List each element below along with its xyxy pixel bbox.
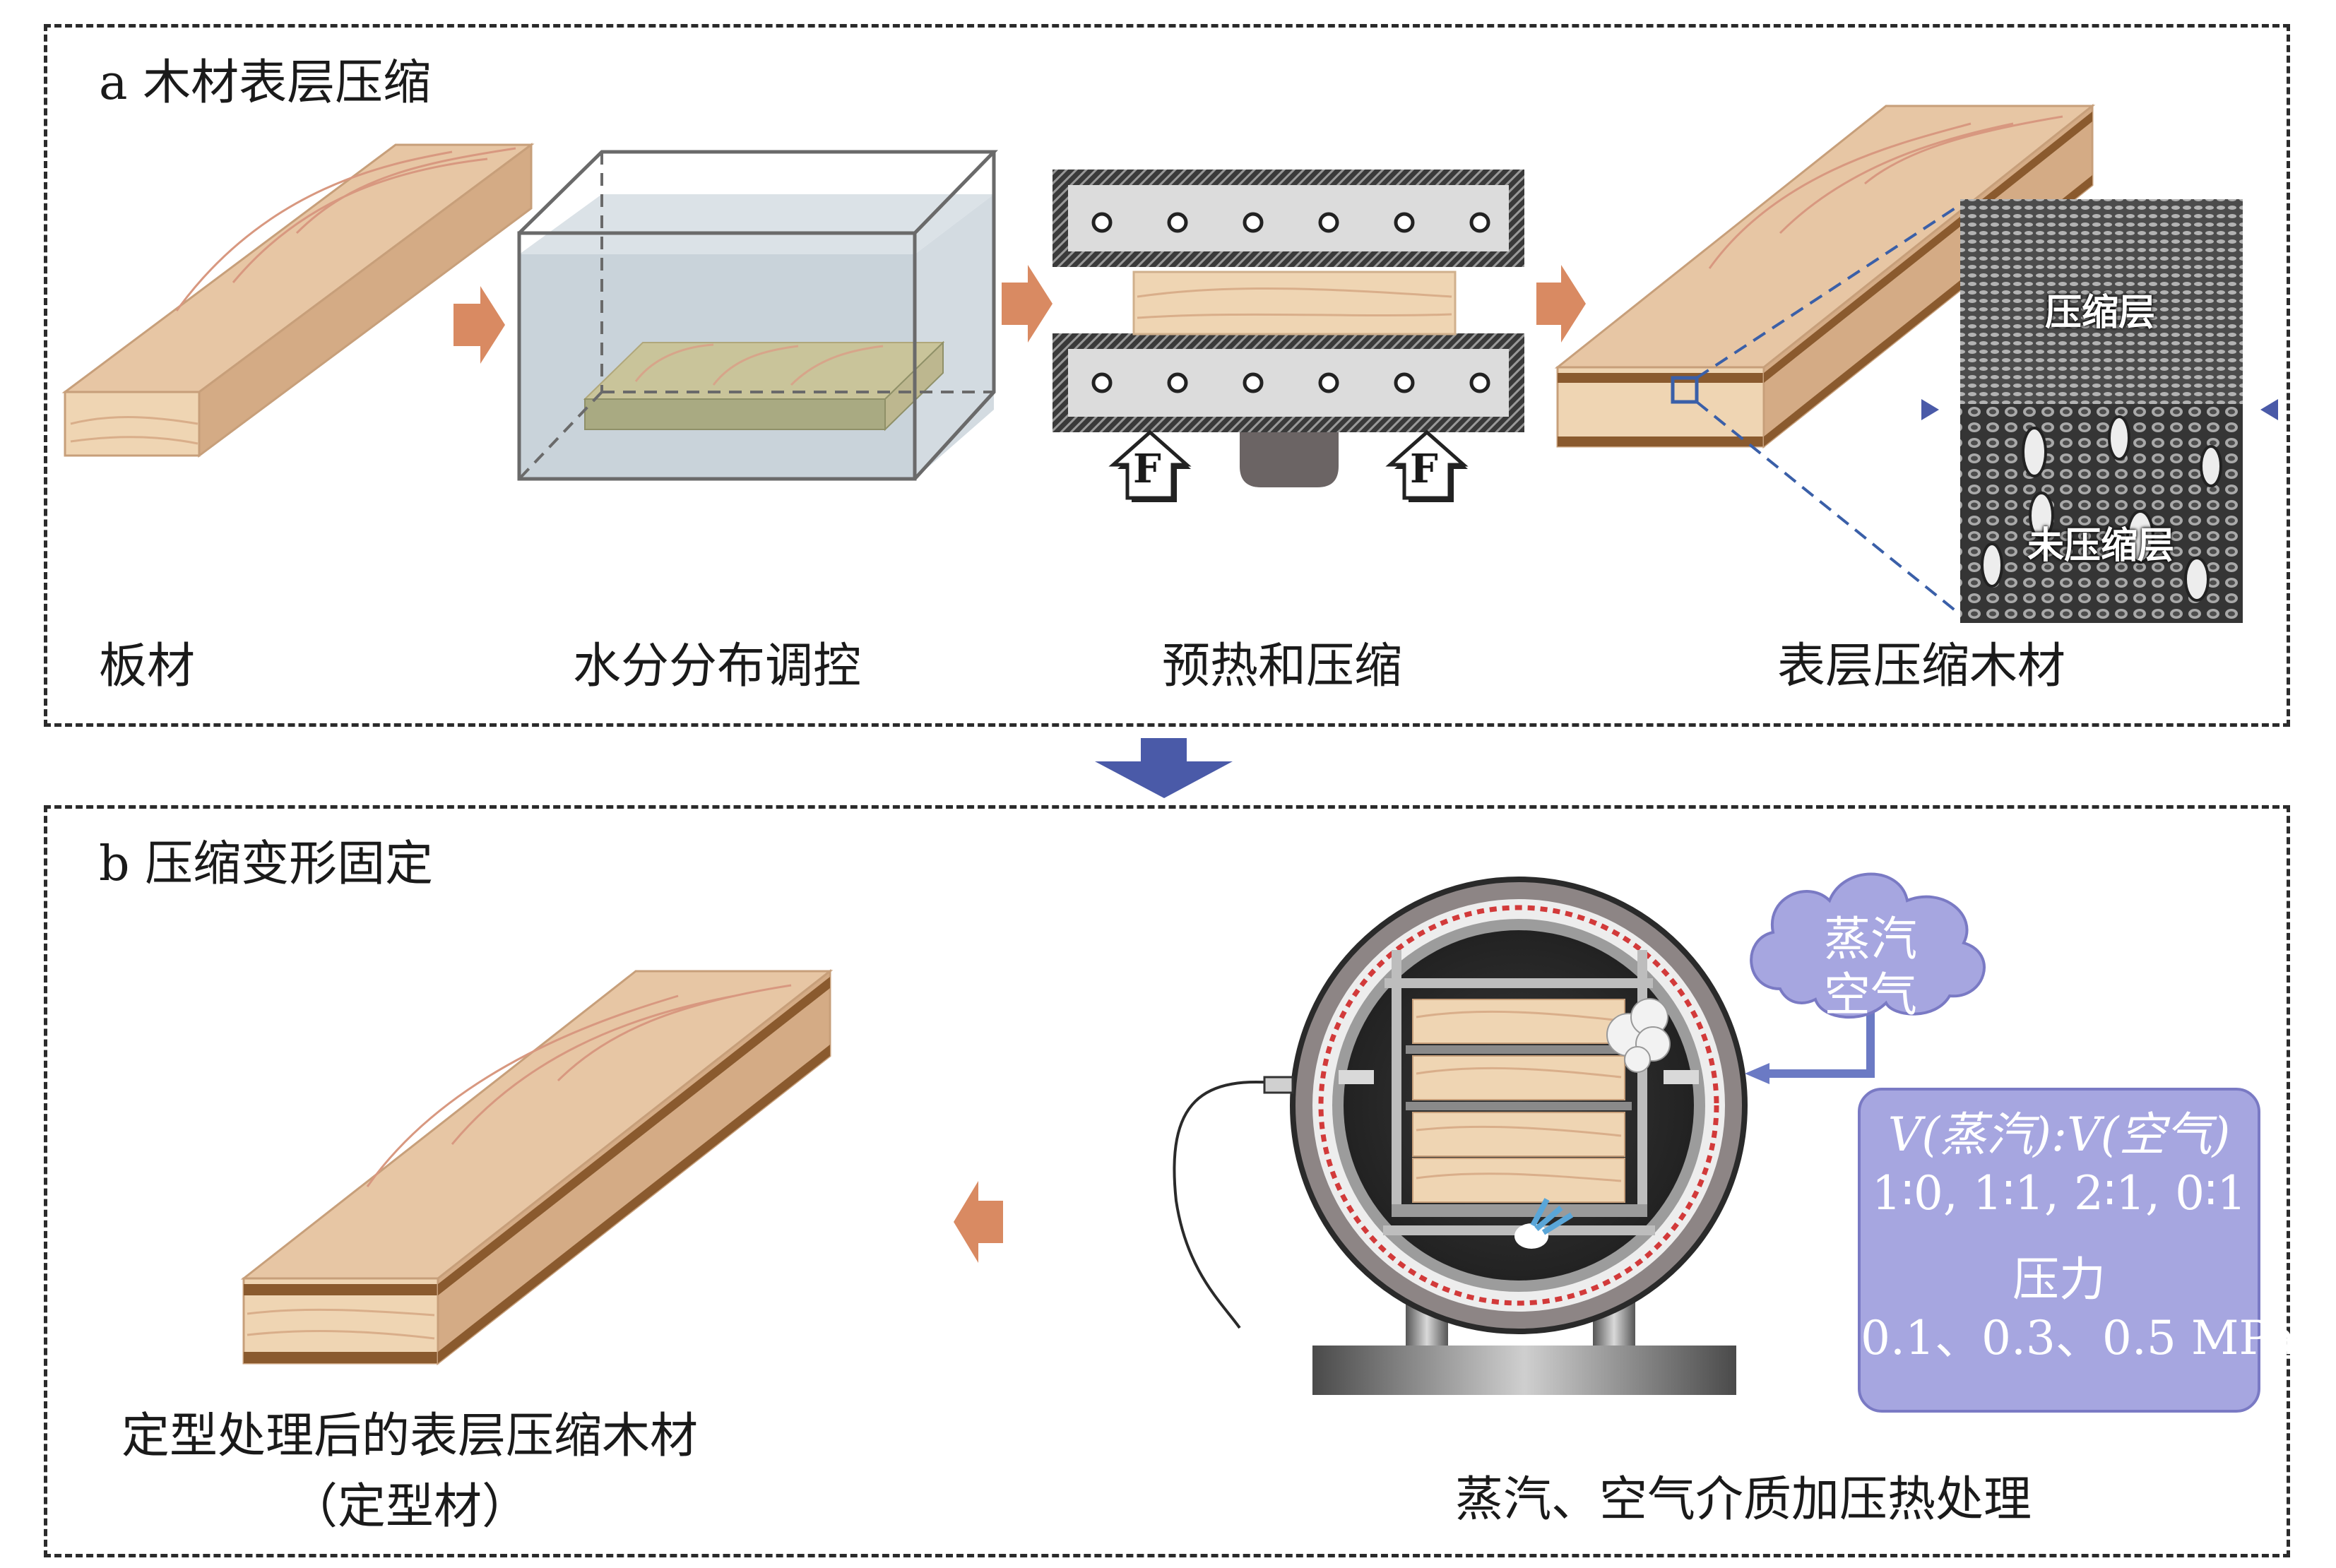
panel-a-frame bbox=[44, 24, 2290, 727]
water-tank bbox=[517, 150, 998, 481]
force-label-left: F bbox=[1133, 446, 1161, 492]
fixed-board bbox=[240, 968, 834, 1366]
step-press-label: 预热和压缩 bbox=[1161, 639, 1403, 694]
arrow-left bbox=[954, 1181, 1003, 1263]
raw-board bbox=[61, 143, 535, 458]
micro-compressed-label: 压缩层 bbox=[2045, 291, 2156, 334]
panel-b-title: b 压缩变形固定 bbox=[99, 836, 434, 892]
arrow-down bbox=[1095, 738, 1233, 798]
product-label: 定型处理后的表层压缩木材 bbox=[121, 1408, 699, 1464]
cloud-air: 空气 bbox=[1824, 968, 1917, 1023]
compressed-board bbox=[1554, 103, 2096, 616]
force-arrow-right bbox=[1385, 429, 1469, 502]
pressure-values: 0.1、0.3、0.5 MPa bbox=[1861, 1310, 2296, 1365]
ratio-values: 1∶0, 1∶1, 2∶1, 0∶1 bbox=[1871, 1165, 2247, 1220]
force-arrow-left bbox=[1108, 429, 1192, 502]
ratio-label: V(蒸汽):V(空气) bbox=[1887, 1107, 2231, 1162]
step-board-label: 板材 bbox=[99, 639, 196, 694]
micrograph bbox=[1921, 199, 2278, 623]
micro-uncompressed-label: 未压缩层 bbox=[2027, 524, 2175, 567]
arrow-right-3 bbox=[1536, 265, 1586, 343]
hot-press bbox=[1053, 170, 1524, 487]
panel-a-title: a 木材表层压缩 bbox=[99, 55, 432, 111]
product-sublabel: （定型材） bbox=[289, 1479, 530, 1535]
pressure-label: 压力 bbox=[2012, 1252, 2106, 1307]
panel-b-frame bbox=[44, 805, 2290, 1557]
arrow-right-2 bbox=[1002, 265, 1053, 343]
gas-cloud bbox=[1750, 872, 1986, 1018]
arrow-right-1 bbox=[453, 286, 505, 364]
parameter-box: V(蒸汽):V(空气) 1∶0, 1∶1, 2∶1, 0∶1 压力 0.1、0.… bbox=[1858, 1088, 2296, 1413]
step-moisture-label: 水分分布调控 bbox=[572, 639, 862, 694]
cloud-steam: 蒸汽 bbox=[1824, 912, 1917, 966]
steam-vessel bbox=[1173, 877, 1875, 1395]
step-compressed-label: 表层压缩木材 bbox=[1777, 639, 2066, 694]
process-label: 蒸汽、空气介质加压热处理 bbox=[1454, 1472, 2032, 1528]
cloud-text: 蒸汽 空气 bbox=[1824, 911, 1917, 1023]
force-label-right: F bbox=[1410, 446, 1438, 492]
